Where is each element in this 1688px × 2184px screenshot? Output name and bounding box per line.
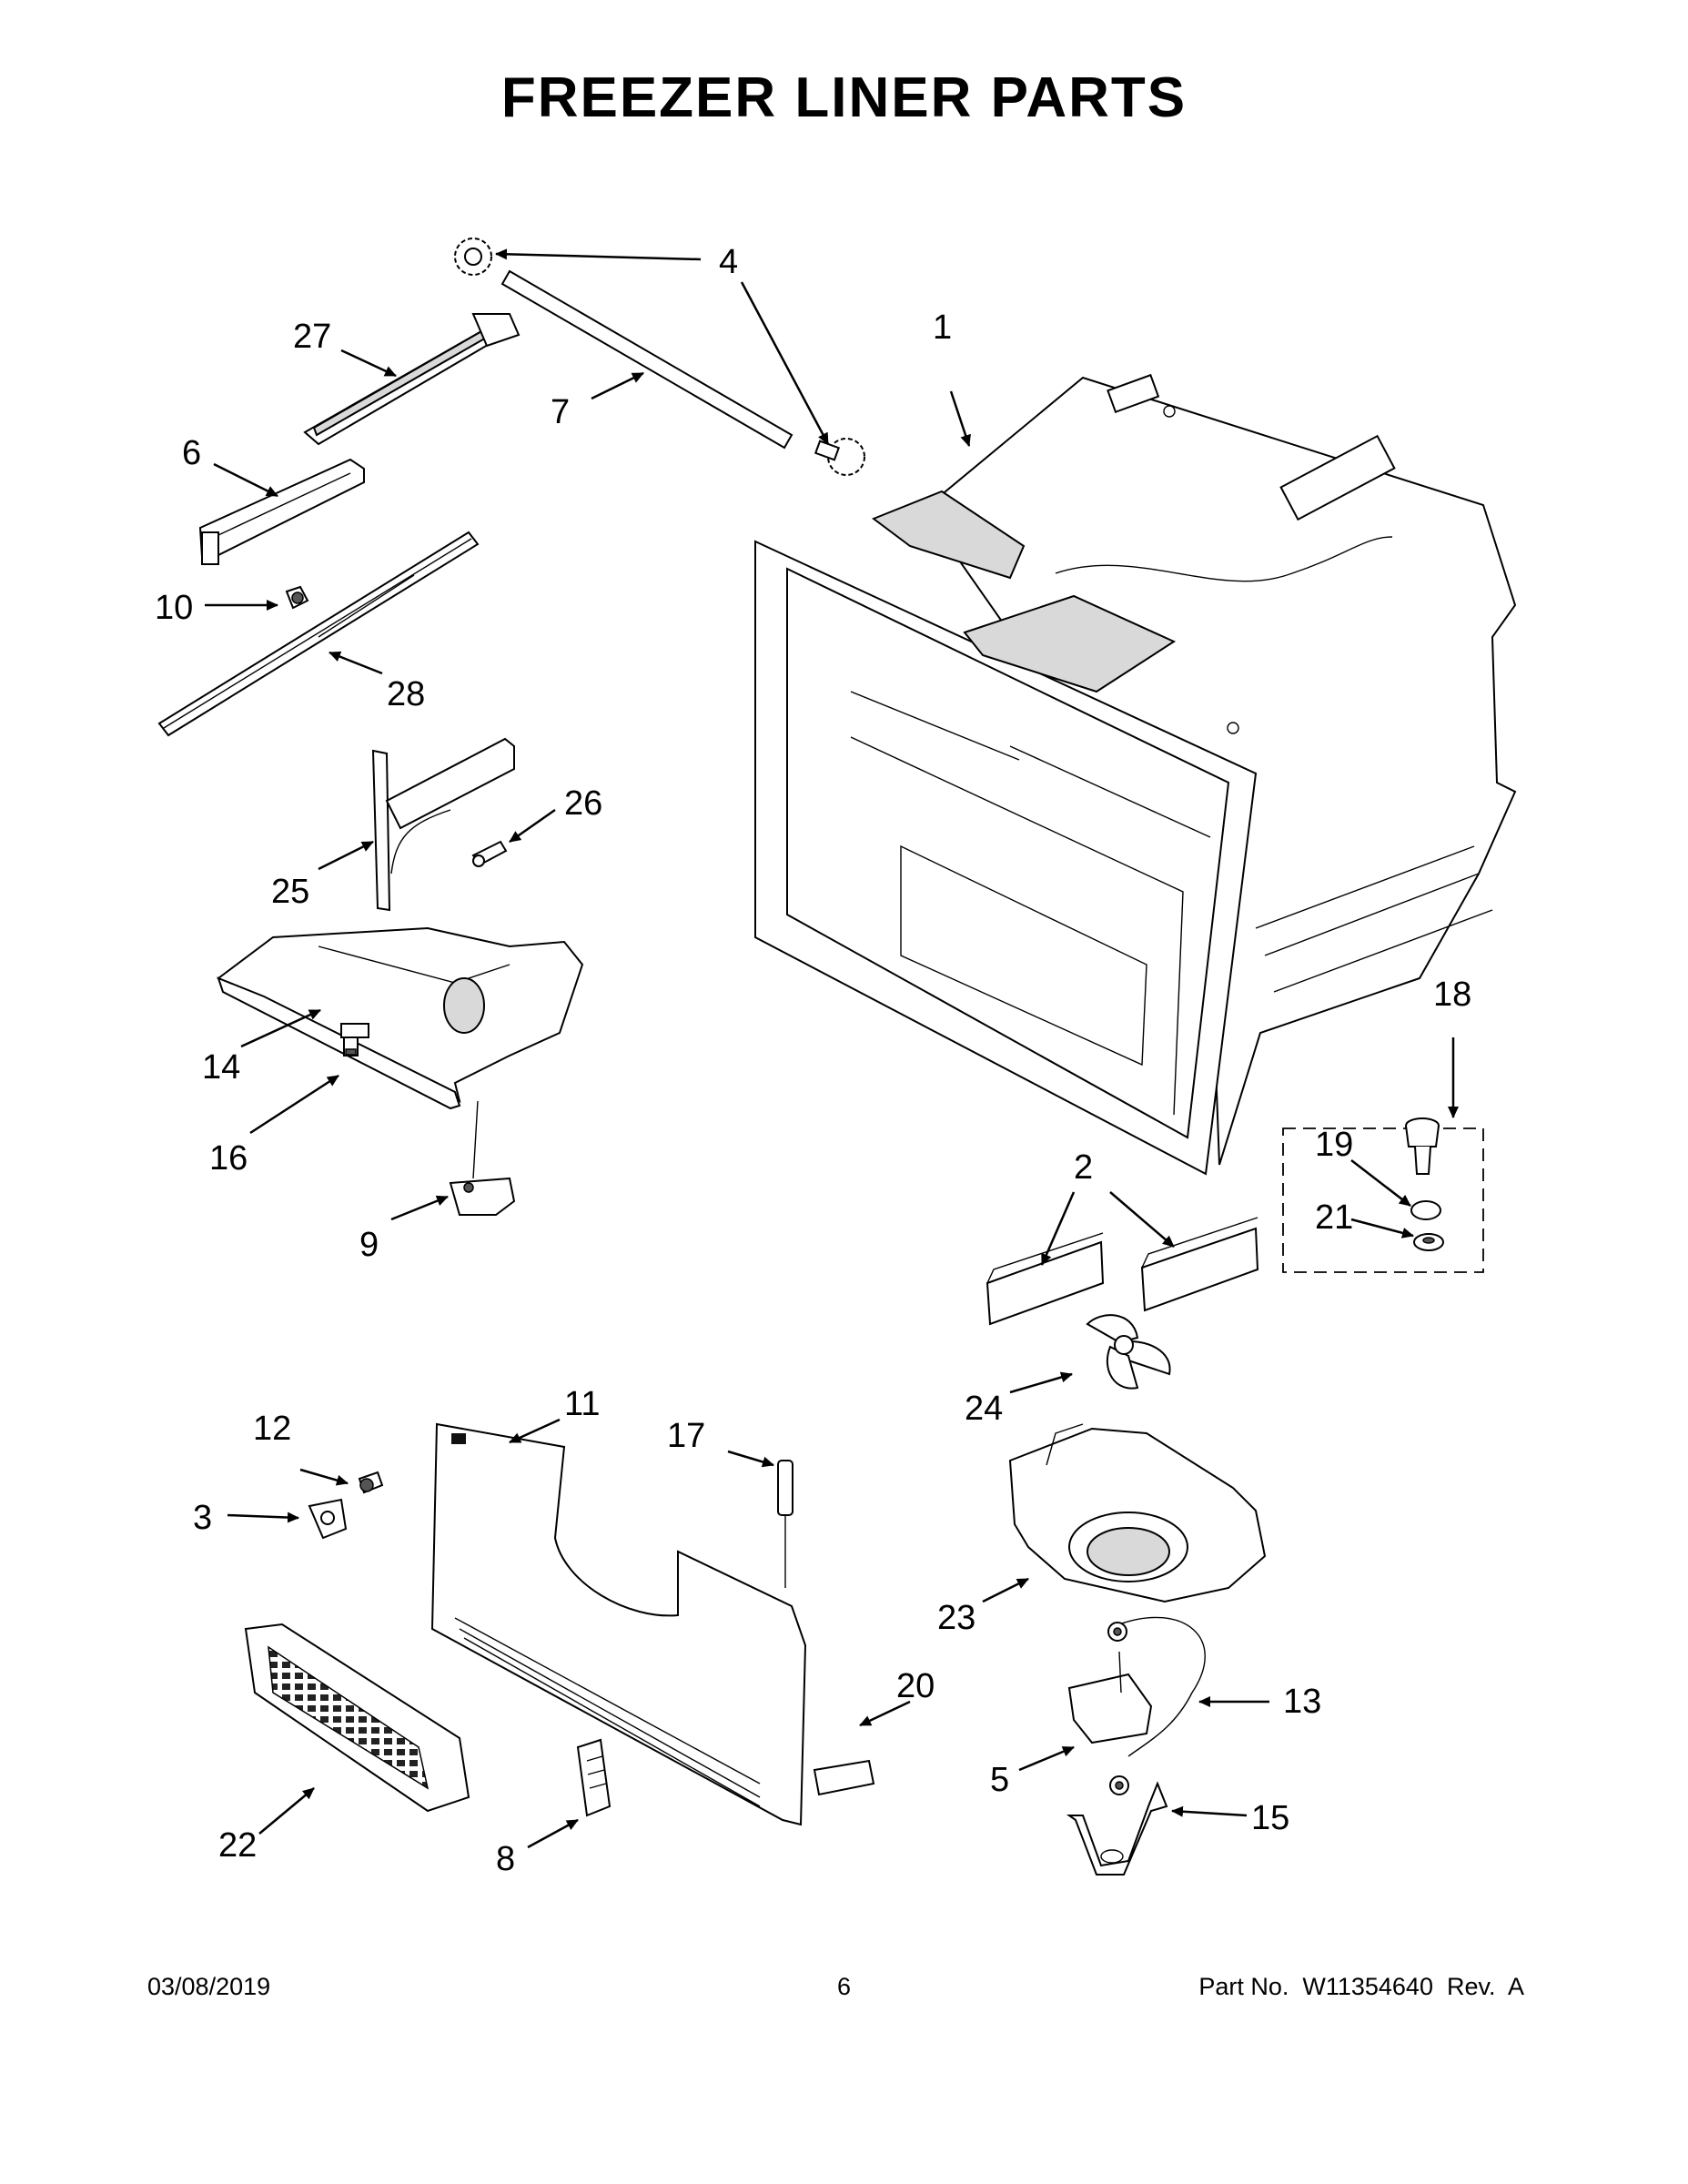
- callout-6: 6: [182, 434, 201, 472]
- callout-21: 21: [1315, 1198, 1353, 1237]
- footer-date: 03/08/2019: [147, 1973, 271, 2000]
- motor-nut-top-part: [1107, 1622, 1127, 1642]
- callout-26: 26: [564, 784, 602, 823]
- gear-part-top: [454, 238, 492, 276]
- callout-24: 24: [965, 1390, 1003, 1428]
- o-ring-part: [1410, 1200, 1441, 1220]
- fan-shroud-part: [1008, 1423, 1267, 1603]
- drain-kit-group: [1282, 1127, 1484, 1273]
- callout-3: 3: [193, 1499, 212, 1537]
- callout-9: 9: [359, 1226, 379, 1264]
- foam-pad-left-part: [986, 1232, 1105, 1326]
- callout-25: 25: [271, 873, 309, 911]
- mount-bracket-part: [371, 737, 515, 912]
- slide-bracket-part: [198, 458, 365, 565]
- thermistor-clip-part: [343, 1036, 359, 1057]
- push-pin-part: [471, 840, 508, 867]
- callout-17: 17: [667, 1417, 705, 1455]
- footer-part-number: Part No. W11354640 Rev. A: [1198, 1973, 1524, 2000]
- leader-lines: [205, 248, 1459, 1849]
- axle-rod-part: [500, 269, 793, 450]
- air-duct-cover-part: [217, 926, 584, 1110]
- callout-28: 28: [387, 675, 425, 713]
- clip-part-3: [308, 1498, 348, 1540]
- screw-part-12: [358, 1471, 384, 1494]
- damper-motor-part: [449, 1100, 516, 1216]
- callout-15: 15: [1251, 1799, 1289, 1837]
- callout-14: 14: [202, 1048, 240, 1087]
- screw-part-10: [285, 585, 309, 610]
- fan-blade-part: [1086, 1314, 1171, 1390]
- drain-fitting-part: [1405, 1117, 1440, 1175]
- callout-19: 19: [1315, 1126, 1353, 1164]
- page-title: FREEZER LINER PARTS: [500, 66, 1188, 129]
- evaporator-cover-panel-part: [430, 1422, 807, 1826]
- callout-2: 2: [1074, 1148, 1093, 1187]
- thermistor-part: [777, 1460, 793, 1588]
- callout-7: 7: [551, 393, 570, 431]
- air-grille-part: [244, 1623, 470, 1813]
- cover-knob-part: [576, 1738, 612, 1817]
- foam-pad-right-part: [1140, 1217, 1259, 1312]
- footer-page-number: 6: [836, 1973, 852, 2000]
- callout-16: 16: [209, 1139, 248, 1178]
- callout-20: 20: [896, 1667, 935, 1705]
- drawer-slide-part: [157, 531, 480, 737]
- freezer-liner-part: [754, 373, 1517, 1176]
- callout-12: 12: [253, 1410, 291, 1448]
- callout-22: 22: [218, 1826, 257, 1865]
- callout-10: 10: [155, 589, 193, 627]
- foam-strip-part: [813, 1759, 875, 1796]
- callout-5: 5: [990, 1761, 1009, 1799]
- callout-23: 23: [937, 1599, 975, 1637]
- callout-8: 8: [496, 1840, 515, 1878]
- fan-motor-part: [1067, 1616, 1206, 1757]
- gear-part-bottom: [814, 438, 865, 476]
- slide-rail-part: [303, 313, 521, 446]
- motor-nut-bottom-part: [1109, 1775, 1129, 1795]
- callout-18: 18: [1433, 976, 1471, 1014]
- motor-bracket-part: [1066, 1781, 1168, 1876]
- callout-11: 11: [564, 1385, 600, 1423]
- drain-cap-part: [1413, 1233, 1444, 1251]
- callout-4: 4: [719, 243, 738, 281]
- callout-13: 13: [1283, 1683, 1321, 1721]
- callout-labels: 1 2 3 4 5 6 7 8 9 10 11 12 13 14 15 16 1…: [155, 243, 1471, 1878]
- callout-27: 27: [293, 318, 331, 356]
- callout-1: 1: [933, 308, 952, 347]
